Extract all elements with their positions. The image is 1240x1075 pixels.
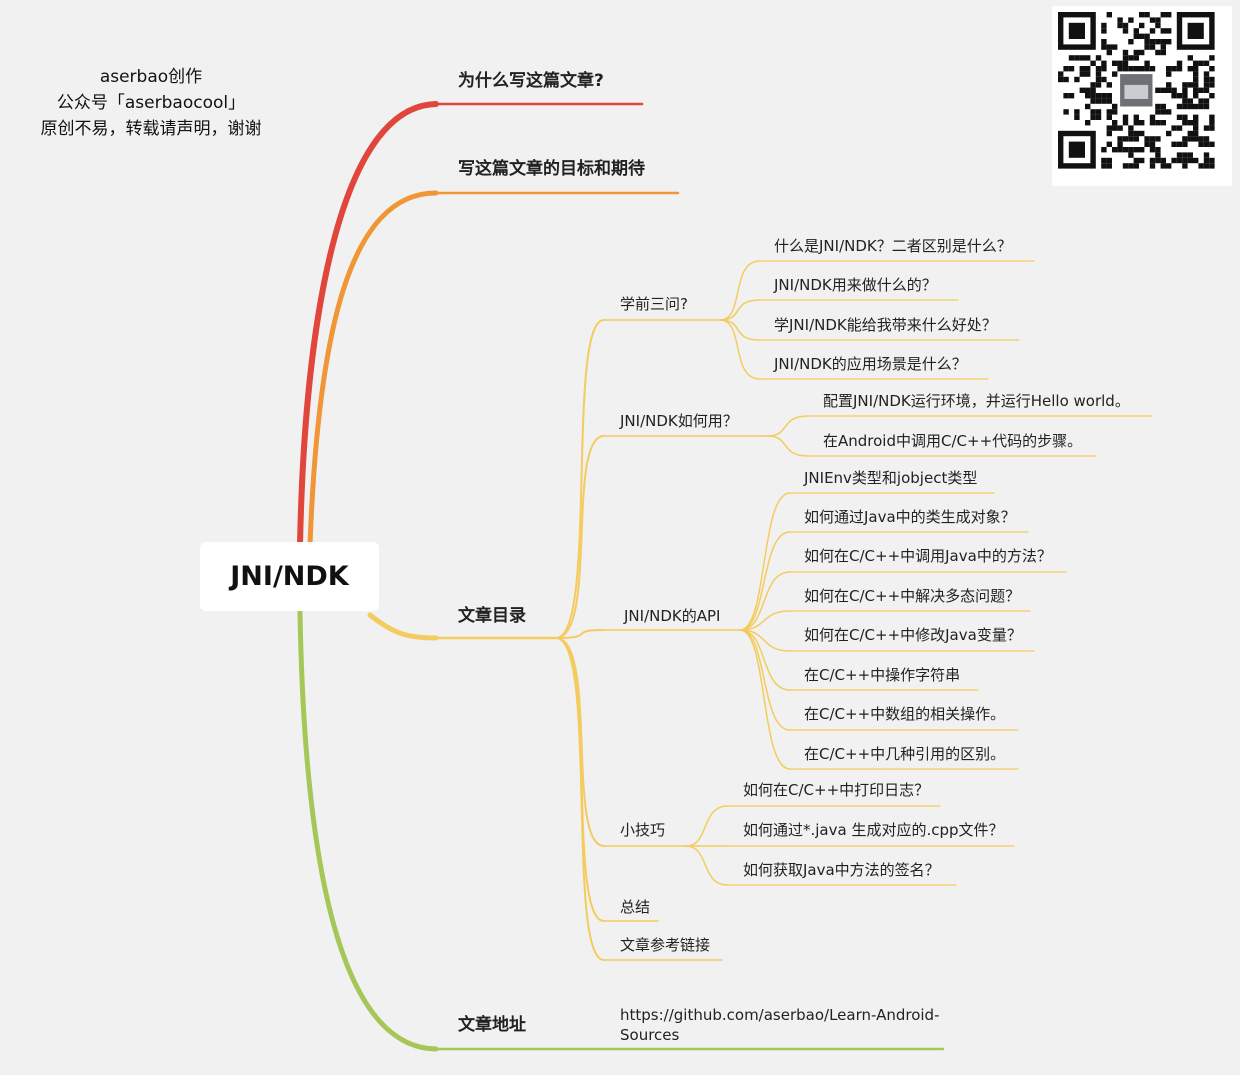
link-api-8 bbox=[739, 629, 791, 770]
leaf-api-8[interactable]: 在C/C++中几种引用的区别。 bbox=[804, 745, 1006, 763]
leaf-api-4[interactable]: 如何在C/C++中解决多态问题？ bbox=[804, 587, 1021, 605]
link-pre-4 bbox=[719, 319, 761, 380]
leaf-api-5[interactable]: 如何在C/C++中修改Java变量？ bbox=[804, 626, 1022, 644]
link-api-3 bbox=[739, 571, 791, 631]
leaf-howto-1[interactable]: 配置JNI/NDK运行环境，并运行Hello world。 bbox=[823, 392, 1130, 410]
link-toc-tips bbox=[555, 637, 605, 847]
author-note: aserbao创作 公众号「aserbaocool」 原创不易，转载请声明，谢谢 bbox=[10, 64, 292, 142]
leaf-pre-4[interactable]: JNI/NDK的应用场景是什么？ bbox=[774, 355, 967, 373]
link-api-7 bbox=[739, 629, 791, 731]
link-api-4 bbox=[739, 610, 791, 631]
leaf-pre-2[interactable]: JNI/NDK用来做什么的？ bbox=[774, 276, 937, 294]
topic-goal[interactable]: 写这篇文章的目标和期待 bbox=[458, 159, 645, 179]
branch-line-toc bbox=[367, 612, 439, 641]
branch-line-why bbox=[297, 101, 439, 548]
leaf-pre-3[interactable]: 学JNI/NDK能给我带来什么好处？ bbox=[774, 316, 997, 334]
qr-code bbox=[1052, 6, 1232, 186]
subtopic-references[interactable]: 文章参考链接 bbox=[620, 936, 711, 954]
topic-why[interactable]: 为什么写这篇文章? bbox=[458, 71, 604, 91]
subtopic-tips[interactable]: 小技巧 bbox=[620, 821, 666, 839]
author-line-2: 公众号「aserbaocool」 bbox=[56, 93, 246, 113]
leaf-api-3[interactable]: 如何在C/C++中调用Java中的方法？ bbox=[804, 547, 1052, 565]
author-line-3: 原创不易，转载请声明，谢谢 bbox=[40, 119, 262, 139]
subtopic-howto[interactable]: JNI/NDK如何用？ bbox=[620, 412, 738, 430]
root-topic[interactable]: JNI/NDK bbox=[200, 542, 379, 611]
subtopic-summary[interactable]: 总结 bbox=[620, 898, 651, 916]
leaf-tips-2[interactable]: 如何通过*.java 生成对应的.cpp文件？ bbox=[743, 821, 1004, 839]
leaf-tips-3[interactable]: 如何获取Java中方法的签名？ bbox=[743, 861, 940, 879]
link-pre-2 bbox=[719, 299, 761, 321]
link-pre-1 bbox=[719, 260, 761, 321]
topic-toc[interactable]: 文章目录 bbox=[458, 606, 526, 626]
link-pre-3 bbox=[719, 319, 761, 341]
branch-line-goal bbox=[307, 190, 439, 548]
leaf-api-6[interactable]: 在C/C++中操作字符串 bbox=[804, 666, 961, 684]
leaf-tips-1[interactable]: 如何在C/C++中打印日志？ bbox=[743, 781, 930, 799]
leaf-pre-1[interactable]: 什么是JNI/NDK？二者区别是什么？ bbox=[774, 237, 1012, 255]
subtopic-api[interactable]: JNI/NDK的API bbox=[624, 607, 721, 625]
link-howto-1 bbox=[767, 415, 809, 437]
leaf-howto-2[interactable]: 在Android中调用C/C++代码的步骤。 bbox=[823, 432, 1083, 450]
author-line-1: aserbao创作 bbox=[99, 67, 203, 87]
leaf-api-2[interactable]: 如何通过Java中的类生成对象？ bbox=[804, 508, 1016, 526]
leaf-api-7[interactable]: 在C/C++中数组的相关操作。 bbox=[804, 705, 1006, 723]
qr-code-icon bbox=[1058, 12, 1215, 169]
link-toc-api bbox=[555, 629, 605, 639]
link-toc-pre bbox=[555, 319, 605, 639]
address-url[interactable]: https://github.com/aserbao/Learn-Android… bbox=[620, 1006, 940, 1044]
subtopic-pre-questions[interactable]: 学前三问? bbox=[620, 295, 688, 313]
branch-line-address bbox=[297, 609, 439, 1052]
link-toc-refs bbox=[555, 637, 605, 961]
leaf-api-1[interactable]: JNIEnv类型和jobject类型 bbox=[804, 469, 978, 487]
link-api-1 bbox=[739, 492, 791, 631]
link-tips-3 bbox=[685, 845, 729, 886]
link-howto-2 bbox=[767, 435, 809, 457]
link-api-2 bbox=[739, 531, 791, 631]
link-api-6 bbox=[739, 629, 791, 691]
link-toc-howto bbox=[555, 435, 605, 639]
link-tips-1 bbox=[685, 805, 729, 847]
topic-address[interactable]: 文章地址 bbox=[458, 1015, 526, 1035]
